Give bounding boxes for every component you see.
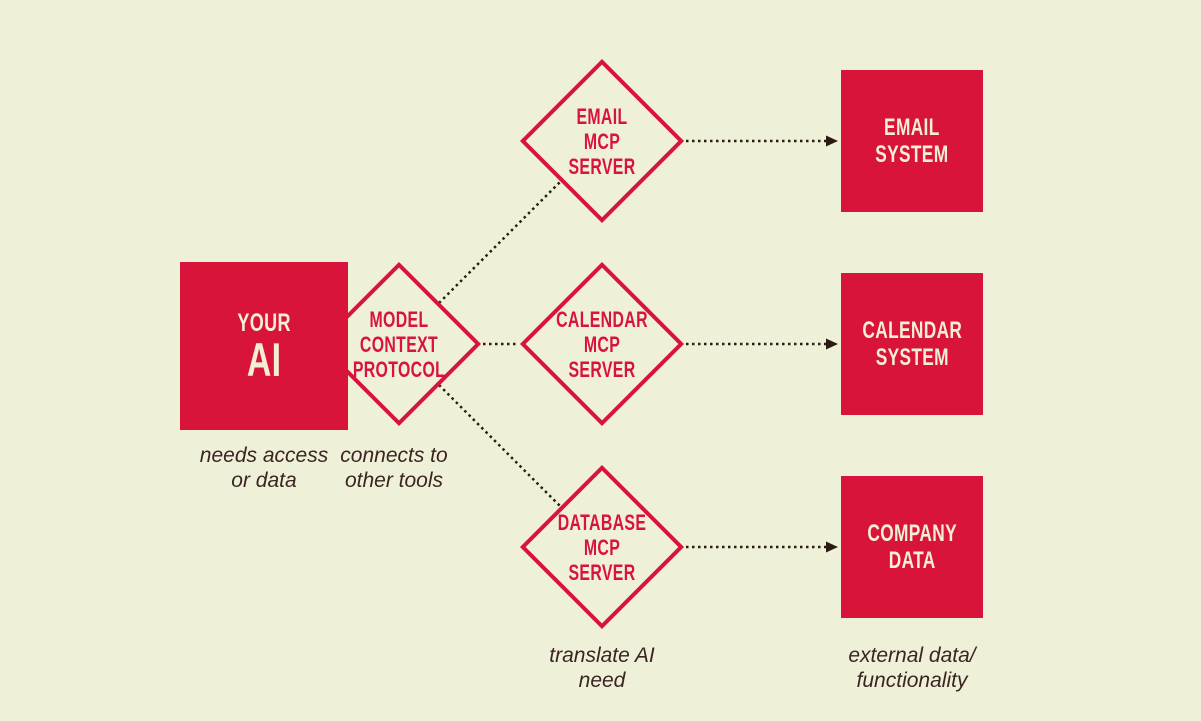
- email-system-box: EMAIL SYSTEM: [841, 70, 983, 212]
- company-data-label: COMPANY DATA: [867, 520, 957, 574]
- company-data-line2: DATA: [888, 547, 936, 574]
- calendar-server-line3: SERVER: [568, 356, 636, 382]
- connector-mcp-to-email-server: [438, 181, 561, 304]
- calendar-system-box: CALENDAR SYSTEM: [841, 273, 983, 415]
- caption-needs-access-line1: needs access: [199, 444, 329, 467]
- caption-connects-to-line2: other tools: [344, 469, 444, 492]
- company-data-line1: COMPANY: [867, 520, 957, 547]
- email-server-line3: SERVER: [568, 153, 636, 179]
- database-server-line1: DATABASE: [557, 509, 647, 535]
- email-system-line2: SYSTEM: [875, 141, 949, 168]
- caption-external-line1: external data/: [848, 644, 976, 667]
- database-mcp-server-label: DATABASE MCP SERVER: [557, 489, 647, 605]
- email-mcp-server-diamond: EMAIL MCP SERVER: [519, 58, 685, 224]
- connector-mcp-to-database-server: [438, 384, 561, 507]
- your-ai-label: YOUR AI: [237, 308, 291, 386]
- email-mcp-server-label: EMAIL MCP SERVER: [560, 83, 644, 199]
- calendar-server-line2: MCP: [583, 331, 621, 357]
- mcp-line2: CONTEXT: [359, 331, 439, 357]
- caption-translate-ai-need: translate AI need: [492, 643, 712, 693]
- caption-connects-to-line1: connects to: [340, 444, 448, 467]
- mcp-line1: MODEL: [369, 306, 429, 332]
- mcp-line3: PROTOCOL: [352, 356, 446, 382]
- database-server-line2: MCP: [583, 534, 621, 560]
- email-system-line1: EMAIL: [884, 114, 940, 141]
- caption-connects-to: connects to other tools: [284, 443, 504, 493]
- caption-translate-line2: need: [578, 669, 626, 692]
- database-server-line3: SERVER: [568, 559, 636, 585]
- mcp-diamond-label: MODEL CONTEXT PROTOCOL: [353, 286, 445, 402]
- calendar-system-line1: CALENDAR: [862, 317, 962, 344]
- arrowhead-calendar-system: [826, 338, 838, 350]
- mcp-diamond: MODEL CONTEXT PROTOCOL: [316, 261, 482, 427]
- database-mcp-server-diamond: DATABASE MCP SERVER: [519, 464, 685, 630]
- arrowhead-company-data: [826, 541, 838, 553]
- email-server-line2: MCP: [583, 128, 621, 154]
- your-ai-line1: YOUR: [237, 308, 291, 337]
- caption-translate-line1: translate AI: [549, 644, 655, 667]
- caption-needs-access: needs access or data: [154, 443, 374, 493]
- company-data-box: COMPANY DATA: [841, 476, 983, 618]
- calendar-system-line2: SYSTEM: [875, 344, 949, 371]
- caption-external-line2: functionality: [856, 669, 968, 692]
- your-ai-box: YOUR AI: [180, 262, 348, 430]
- calendar-mcp-server-label: CALENDAR MCP SERVER: [556, 286, 647, 402]
- calendar-server-line1: CALENDAR: [556, 306, 648, 332]
- email-system-label: EMAIL SYSTEM: [875, 114, 948, 168]
- caption-needs-access-line2: or data: [231, 469, 297, 492]
- calendar-mcp-server-diamond: CALENDAR MCP SERVER: [519, 261, 685, 427]
- your-ai-line2: AI: [246, 332, 282, 386]
- calendar-system-label: CALENDAR SYSTEM: [862, 317, 962, 371]
- email-server-line1: EMAIL: [576, 103, 628, 129]
- arrowhead-email-system: [826, 135, 838, 147]
- caption-external-data: external data/ functionality: [802, 643, 1022, 693]
